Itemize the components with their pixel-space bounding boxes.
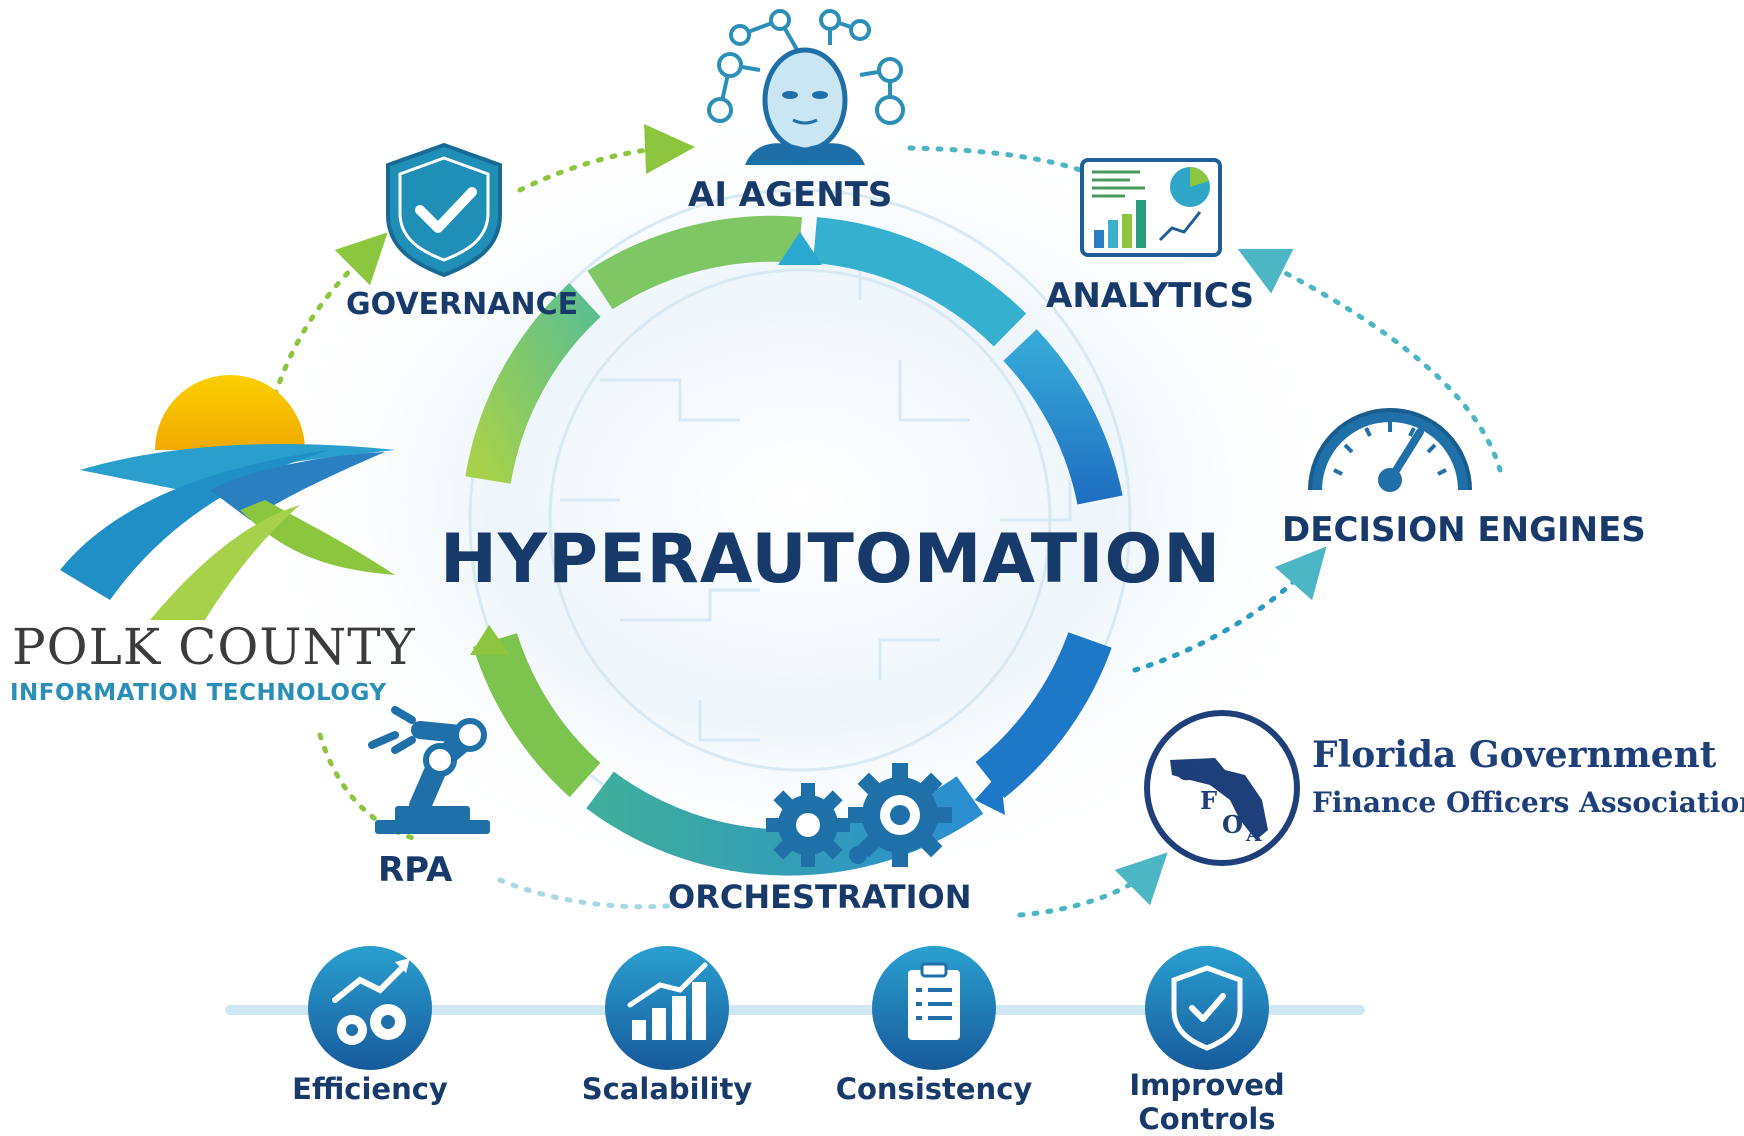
gfoa-seal-icon bbox=[1144, 710, 1300, 866]
polk-county-title: POLK COUNTY bbox=[12, 618, 416, 676]
node-label-orchestration: ORCHESTRATION bbox=[668, 878, 972, 916]
shield-check-icon bbox=[1171, 965, 1243, 1051]
gfoa-subtitle: Finance Officers Association bbox=[1312, 786, 1744, 819]
benefit-label-scalability: Scalability bbox=[581, 1072, 753, 1106]
node-label-rpa: RPA bbox=[378, 850, 453, 890]
gfoa-letter-f: F bbox=[1200, 786, 1218, 815]
robot-arm-icon bbox=[368, 706, 490, 834]
growth-gears-icon bbox=[332, 958, 410, 1045]
benefit-label-consistency: Consistency bbox=[835, 1072, 1033, 1106]
speedometer-icon bbox=[1308, 408, 1472, 492]
polk-county-logo-icon bbox=[60, 375, 395, 620]
node-label-ai-agents: AI AGENTS bbox=[688, 175, 893, 215]
gfoa-letter-o: O bbox=[1222, 810, 1243, 839]
improved-controls-badge bbox=[1145, 946, 1269, 1070]
bar-growth-icon bbox=[627, 962, 708, 1040]
dashboard-chart-icon bbox=[1080, 158, 1222, 257]
node-label-governance: GOVERNANCE bbox=[346, 287, 579, 322]
benefit-label-efficiency: Efficiency bbox=[292, 1072, 448, 1106]
clipboard-icon bbox=[908, 962, 960, 1040]
shield-check-icon bbox=[386, 142, 502, 278]
scalability-badge bbox=[605, 946, 729, 1070]
gfoa-letter-a: A bbox=[1246, 822, 1262, 846]
dotted-connectors bbox=[272, 124, 1503, 918]
ring-arrowhead-top bbox=[778, 232, 822, 265]
gears-icon bbox=[766, 763, 952, 867]
circuit-pattern bbox=[468, 188, 1132, 852]
node-label-analytics: ANALYTICS bbox=[1046, 276, 1254, 316]
gfoa-title: Florida Government bbox=[1312, 734, 1717, 776]
ring-arrowhead-left bbox=[470, 625, 510, 655]
polk-county-subtitle: INFORMATION TECHNOLOGY bbox=[10, 680, 387, 706]
ai-head-network-icon bbox=[707, 9, 905, 165]
gfoa-letter-g: G bbox=[1176, 757, 1197, 786]
efficiency-badge bbox=[308, 946, 432, 1070]
node-label-decision-engines: DECISION ENGINES bbox=[1282, 510, 1646, 550]
ring-arrowhead-bottom bbox=[975, 772, 1005, 815]
benefit-label-improved-controls: Improved Controls bbox=[1129, 1068, 1285, 1136]
center-title: HYPERAUTOMATION bbox=[440, 520, 1222, 599]
